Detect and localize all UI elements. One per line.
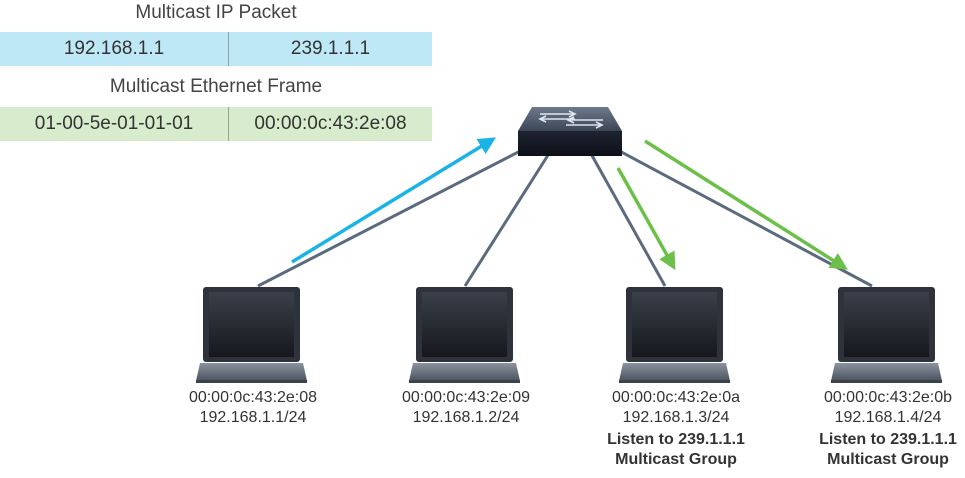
laptop-icon-host-4 xyxy=(831,287,942,383)
laptop-icon-host-2 xyxy=(409,287,520,383)
ip-divider xyxy=(228,32,229,66)
eth-src-cell: 00:00:0c:43:2e:08 xyxy=(254,113,407,134)
link-host-1 xyxy=(257,145,529,288)
link-host-3 xyxy=(588,151,667,287)
laptop-icon-host-3 xyxy=(619,287,730,383)
host-3-ip: 192.168.1.3/24 xyxy=(622,409,730,426)
host-3-label: 00:00:0c:43:2e:0a 192.168.1.3/24 Listen … xyxy=(576,388,776,470)
laptop-icon-host-1 xyxy=(196,287,307,383)
eth-divider xyxy=(228,107,229,141)
link-host-2 xyxy=(463,151,552,287)
eth-dst-cell: 01-00-5e-01-01-01 xyxy=(34,113,194,134)
host-1-ip: 192.168.1.1/24 xyxy=(199,409,307,426)
ip-src-cell: 192.168.1.1 xyxy=(63,38,165,59)
ip-packet-title: Multicast IP Packet xyxy=(135,2,297,23)
ethernet-frame-bar: 01-00-5e-01-01-01 00:00:0c:43:2e:08 xyxy=(0,107,432,141)
link-host-4 xyxy=(611,145,873,288)
host-4-group-line2: Multicast Group xyxy=(827,451,949,468)
ethernet-frame-title: Multicast Ethernet Frame xyxy=(109,76,323,97)
ip-dst-cell: 239.1.1.1 xyxy=(290,38,371,59)
host-3-group-line1: Listen to 239.1.1.1 xyxy=(607,431,745,448)
network-links xyxy=(257,145,873,288)
host-4-mac: 00:00:0c:43:2e:0b xyxy=(823,389,953,406)
host-3-group-line2: Multicast Group xyxy=(615,451,737,468)
sender-arrow xyxy=(291,137,496,264)
host-4-ip: 192.168.1.4/24 xyxy=(834,409,942,426)
receiver-arrow-host-3 xyxy=(616,167,676,271)
host-2-ip: 192.168.1.2/24 xyxy=(412,409,520,426)
host-4-label: 00:00:0c:43:2e:0b 192.168.1.4/24 Listen … xyxy=(788,388,965,470)
host-2-label: 00:00:0c:43:2e:09 192.168.1.2/24 xyxy=(366,388,566,428)
receiver-arrow-host-4 xyxy=(644,139,848,270)
host-1-mac: 00:00:0c:43:2e:08 xyxy=(188,389,318,406)
host-3-mac: 00:00:0c:43:2e:0a xyxy=(611,389,741,406)
switch-icon xyxy=(518,107,622,156)
host-2-mac: 00:00:0c:43:2e:09 xyxy=(401,389,531,406)
ip-packet-bar: 192.168.1.1 239.1.1.1 xyxy=(0,32,432,66)
host-1-label: 00:00:0c:43:2e:08 192.168.1.1/24 xyxy=(153,388,353,428)
host-4-group-line1: Listen to 239.1.1.1 xyxy=(819,431,957,448)
